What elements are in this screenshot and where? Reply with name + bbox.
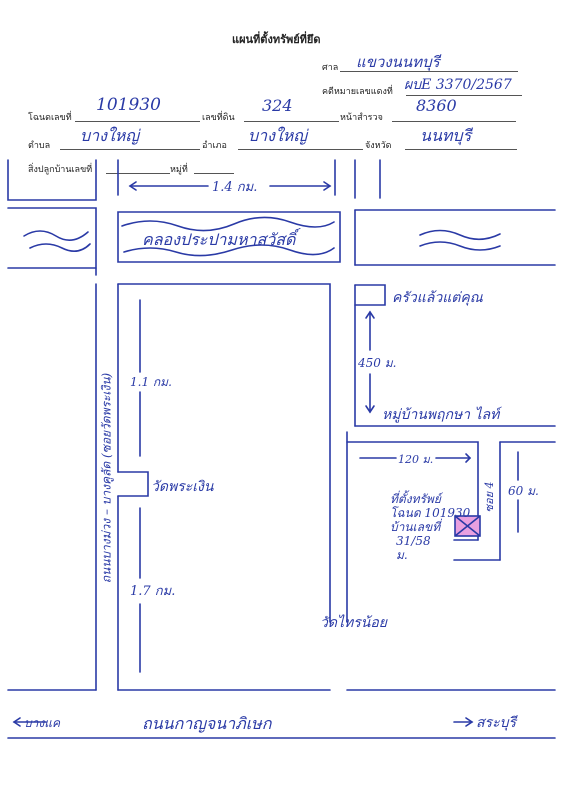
- moo-underline: [194, 173, 234, 174]
- canal-bank: [7, 207, 97, 276]
- distance-label-450: 450 ม.: [358, 356, 397, 370]
- distance-label-lower: 1.7 กม.: [130, 584, 176, 599]
- soi-label: ซอย 4: [483, 481, 496, 513]
- deed-number-label: โฉนดเลขที่: [28, 113, 72, 123]
- form-title: แผนที่ตั้งทรัพย์ที่ยึด: [232, 33, 321, 46]
- water-wave: [121, 216, 335, 232]
- arrowhead: [12, 717, 21, 727]
- bottom-road-label: ถนนกาญจนาภิเษก: [142, 714, 272, 733]
- water-wave: [123, 244, 335, 257]
- restaurant-label: ครัวแล้วแต่คุณ: [392, 290, 483, 306]
- property-note-line: ที่ตั้งทรัพย์: [390, 492, 441, 506]
- left-direction-label: บางแค: [24, 716, 60, 730]
- building-number-underline: [106, 173, 170, 174]
- district-value: บางใหญ่: [248, 126, 307, 145]
- distance-label-upper: 1.1 กม.: [130, 375, 172, 389]
- property-note-line: ม.: [396, 548, 408, 562]
- arrowhead: [465, 717, 474, 727]
- property-note-line: โฉนด 101930: [390, 506, 471, 520]
- survey-page-label: หน้าสำรวจ: [340, 113, 383, 123]
- building-number-label: สิ่งปลูกบ้านเลขที่: [28, 165, 93, 175]
- case-number-label: คดีหมายเลขแดงที่: [322, 87, 393, 97]
- district-label: อำเภอ: [202, 141, 227, 151]
- distance-label-top: 1.4 กม.: [212, 180, 258, 195]
- moo-label: หมู่ที่: [170, 165, 188, 175]
- arrowhead: [323, 181, 332, 191]
- case-number-value: ผบE 3370/2567: [404, 77, 512, 93]
- temple-mid-label: วัดพระเงิน: [151, 479, 214, 495]
- water-wave: [23, 230, 89, 241]
- road-line: [354, 284, 386, 306]
- survey-page-value: 8360: [416, 96, 457, 115]
- distance-label-120: 120 ม.: [398, 453, 434, 466]
- district-underline: [238, 149, 363, 150]
- left-road-label: ถนนบางม่วง – บางคูลัด (ซอยวัดพระเงิน): [99, 372, 114, 584]
- property-note-line: 31/58: [396, 534, 431, 548]
- deed-number-value: 101930: [96, 95, 161, 115]
- court-underline: [340, 71, 518, 72]
- court-label: ศาล: [322, 63, 339, 73]
- road-line: [346, 441, 479, 541]
- right-direction-label: สระบุรี: [476, 715, 516, 731]
- property-note: ที่ตั้งทรัพย์ โฉนด 101930 บ้านเลขที่ 31/…: [390, 492, 470, 562]
- distance-label-60: 60 ม.: [508, 484, 539, 498]
- arrowhead: [365, 310, 375, 319]
- subdistrict-label: ตำบล: [28, 141, 51, 151]
- subdistrict-underline: [60, 149, 200, 150]
- land-number-underline: [244, 121, 339, 122]
- arrowhead: [128, 181, 137, 191]
- court-value: แขวงนนทบุรี: [356, 53, 440, 71]
- temple-bottom-label: วัดไทรน้อย: [320, 615, 387, 631]
- temple-box: [117, 471, 149, 497]
- land-number-value: 324: [262, 96, 293, 115]
- road-line: [7, 159, 97, 201]
- arrowhead: [365, 405, 375, 414]
- property-note-line: บ้านเลขที่: [390, 520, 441, 534]
- canal-bank: [117, 211, 341, 263]
- road-line: [117, 283, 331, 623]
- water-wave: [29, 243, 91, 252]
- water-wave: [419, 241, 501, 251]
- province-label: จังหวัด: [365, 141, 392, 151]
- province-underline: [405, 149, 517, 150]
- case-number-underline: [406, 95, 522, 96]
- arrowhead: [465, 453, 472, 463]
- province-value: นนทบุรี: [420, 126, 472, 145]
- survey-page-underline: [392, 121, 516, 122]
- subdistrict-value: บางใหญ่: [80, 126, 139, 145]
- land-number-label: เลขที่ดิน: [202, 113, 235, 123]
- village-label: หมู่บ้านพฤกษา ไลท์: [382, 407, 500, 423]
- deed-number-underline: [75, 121, 200, 122]
- water-wave: [419, 229, 501, 241]
- property-marker: [454, 515, 481, 537]
- canal-label: คลองประปามหาสวัสดิ์: [142, 230, 296, 249]
